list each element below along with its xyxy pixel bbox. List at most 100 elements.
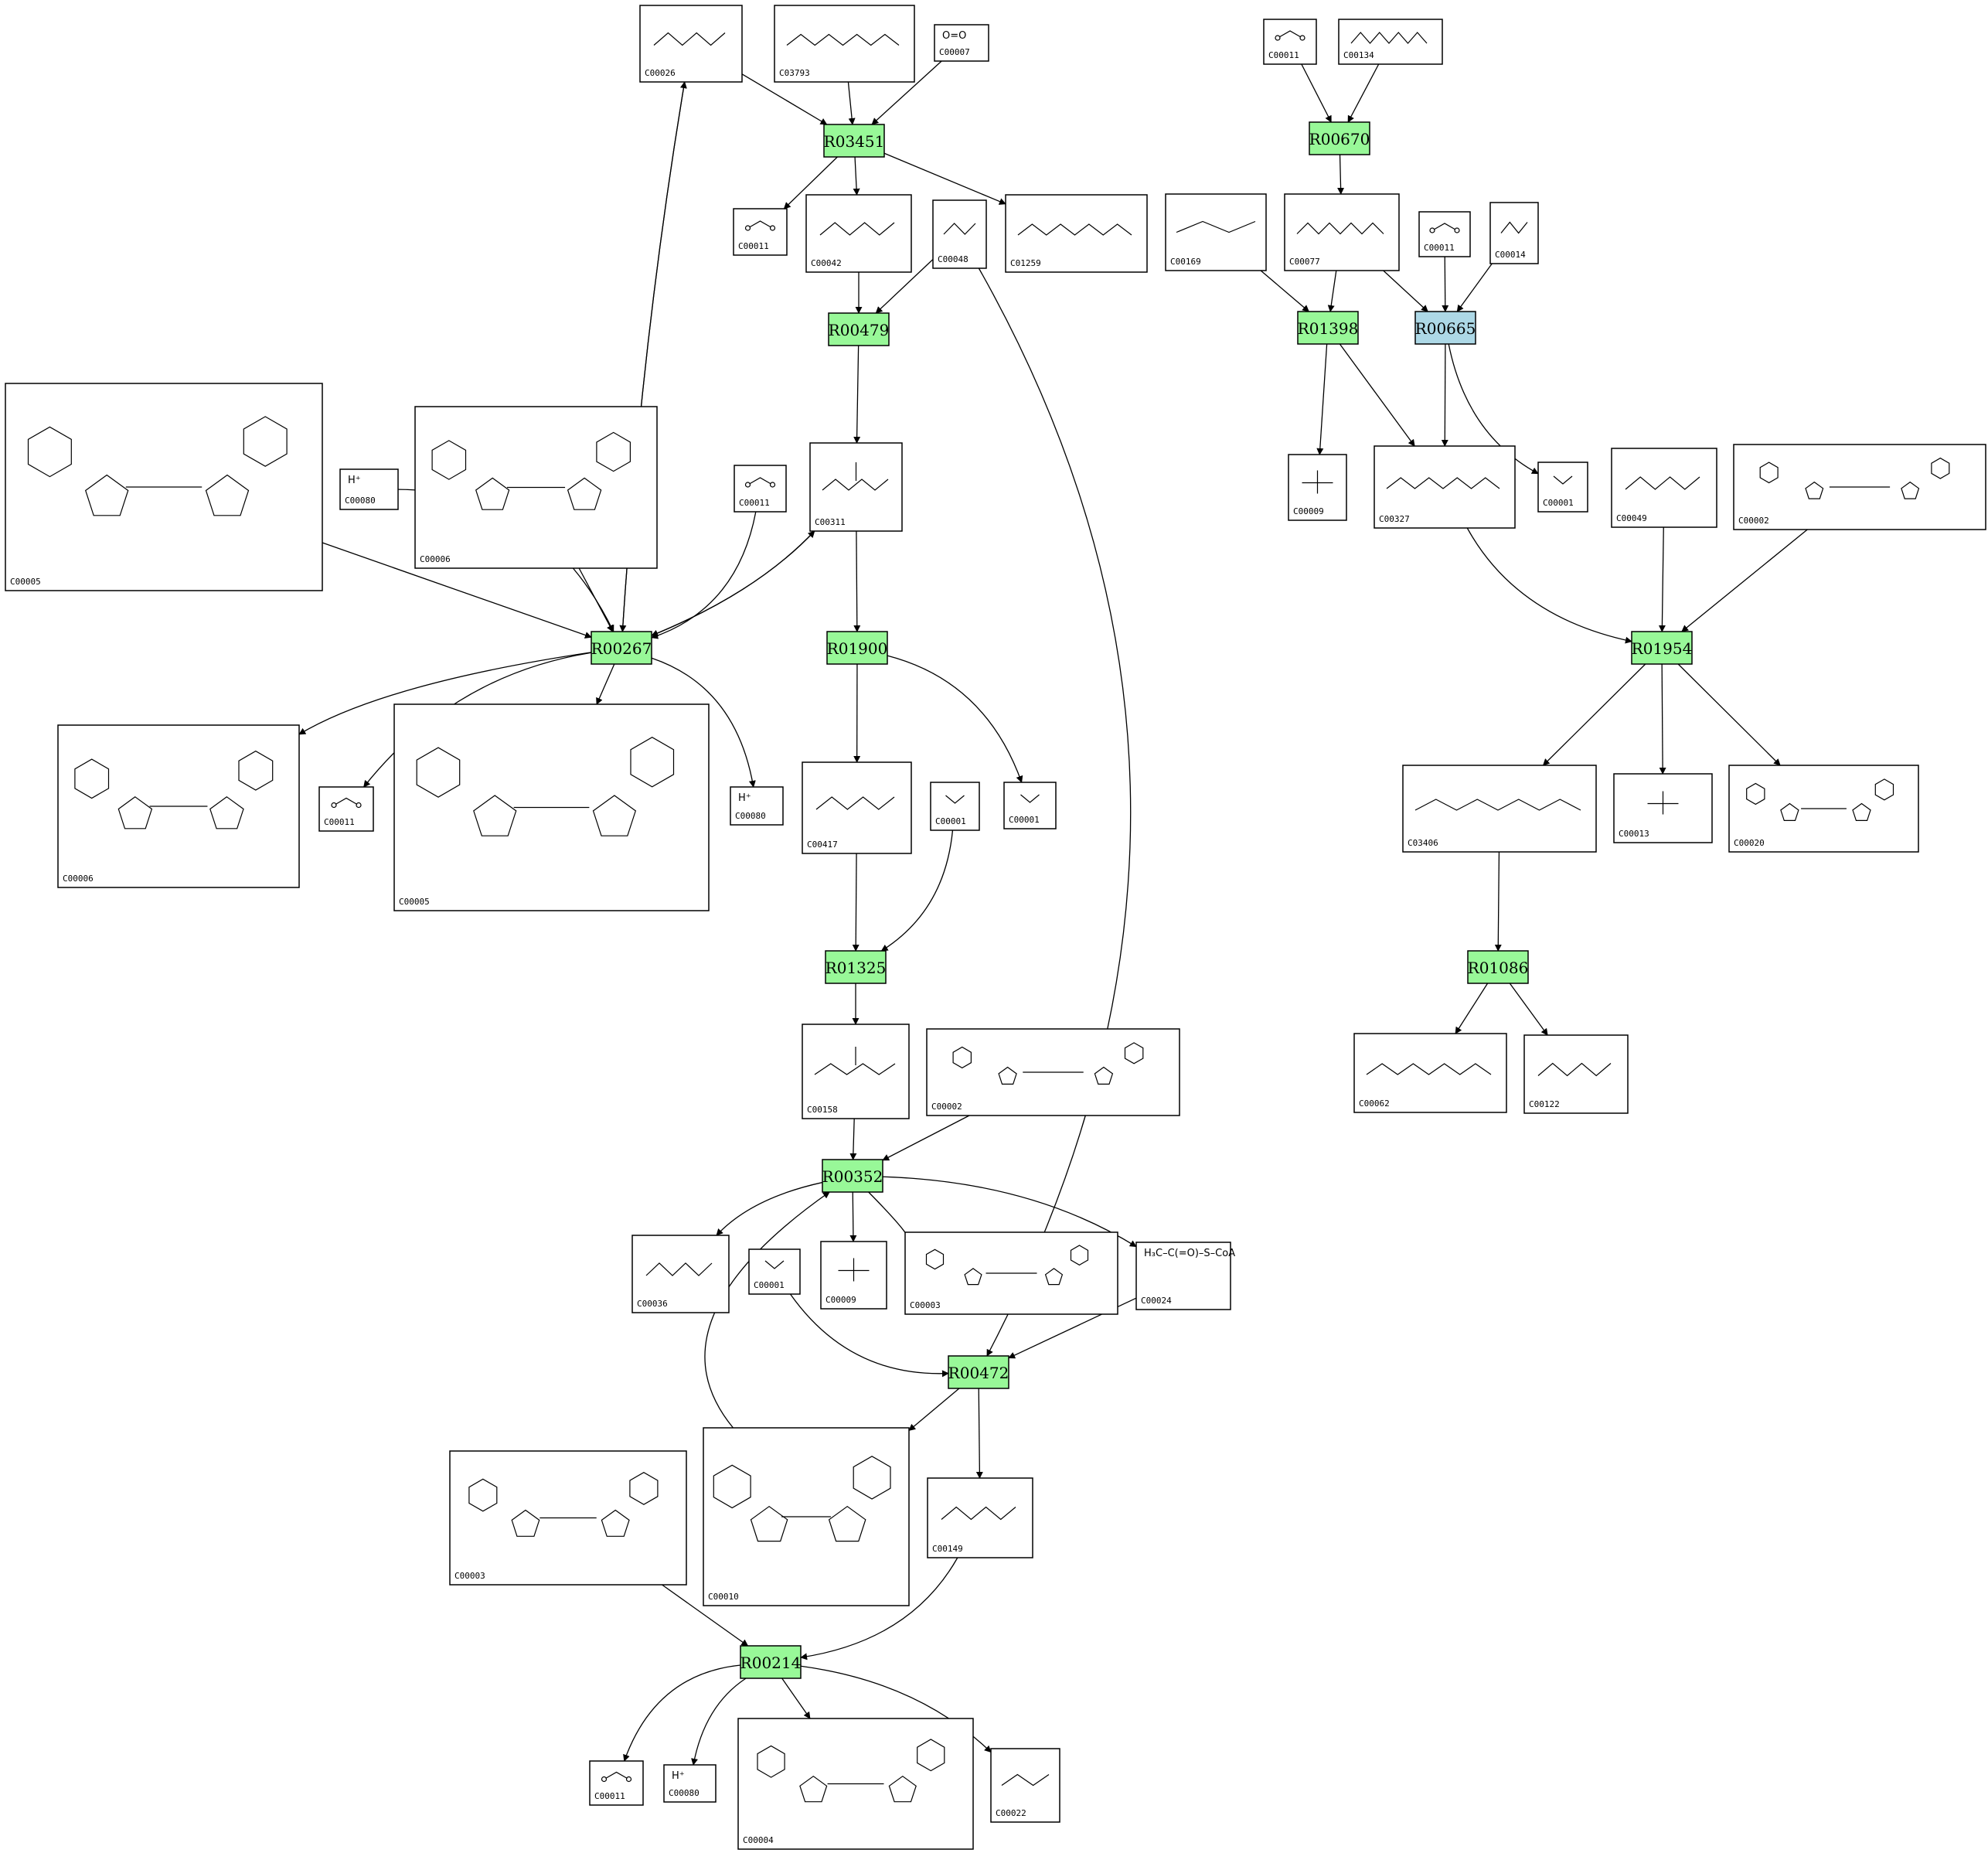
compound-c00009[interactable]: C00009 (820, 1241, 887, 1310)
reaction-r00267[interactable]: R00267 (591, 631, 652, 665)
reaction-r00214[interactable]: R00214 (740, 1645, 802, 1679)
compound-c00022[interactable]: C00022 (990, 1748, 1060, 1823)
reaction-label: R01325 (825, 959, 887, 977)
compound-c00009[interactable]: C00009 (1288, 454, 1347, 521)
compound-id: C00010 (708, 1592, 739, 1602)
compound-c00011[interactable]: C00011 (589, 1760, 644, 1806)
reaction-r00472[interactable]: R00472 (948, 1355, 1009, 1389)
reaction-r01086[interactable]: R01086 (1467, 950, 1529, 984)
compound-c00026[interactable]: C00026 (639, 5, 743, 83)
compound-c00077[interactable]: C00077 (1284, 193, 1400, 271)
reaction-r00352[interactable]: R00352 (822, 1159, 883, 1193)
edge-R03451-to-c00011_b (783, 156, 838, 209)
edge-R01398-to-c00009_a (1316, 343, 1328, 455)
structure-drawing (1414, 799, 1581, 811)
compound-box (1135, 1242, 1231, 1310)
compound-c00080[interactable]: H⁺C00080 (730, 786, 784, 826)
compound-c00014[interactable]: C00014 (1489, 202, 1539, 264)
structure-drawing (941, 1506, 1016, 1521)
compound-id: C00011 (1424, 243, 1455, 253)
compound-c00417[interactable]: C00417 (802, 761, 912, 854)
compound-c00042[interactable]: C00042 (805, 194, 912, 273)
reaction-r01900[interactable]: R01900 (826, 631, 888, 665)
compound-c00001[interactable]: C00001 (1537, 462, 1588, 513)
compound-c00005[interactable]: C00005 (393, 703, 710, 911)
edge-c00026_top-to-R03451 (741, 73, 828, 125)
reaction-label: R00267 (591, 639, 652, 658)
compound-c00327[interactable]: C00327 (1374, 445, 1516, 529)
compound-c00311[interactable]: C00311 (809, 442, 903, 532)
compound-c00005[interactable]: C00005 (5, 383, 323, 591)
compound-c00002[interactable]: C00002 (926, 1028, 1180, 1116)
compound-c00011[interactable]: C00011 (733, 208, 788, 256)
compound-c00149[interactable]: C00149 (927, 1477, 1033, 1558)
compound-id: C00002 (931, 1102, 962, 1112)
compound-c00020[interactable]: C00020 (1728, 765, 1919, 853)
edge-R00214-to-c00004 (781, 1678, 811, 1719)
reaction-r01398[interactable]: R01398 (1297, 311, 1359, 345)
compound-id: C01259 (1010, 258, 1041, 268)
reaction-box (828, 312, 890, 346)
compound-c00011[interactable]: C00011 (318, 786, 374, 832)
compound-id: C00003 (454, 1571, 485, 1581)
edge-R01398-to-c00327 (1339, 343, 1415, 447)
compound-c00003[interactable]: C00003 (904, 1231, 1118, 1315)
reaction-r00479[interactable]: R00479 (828, 312, 890, 346)
compound-c00003[interactable]: C00003 (449, 1450, 687, 1586)
compound-c00010[interactable]: C00010 (703, 1427, 910, 1606)
compound-c00011[interactable]: C00011 (1418, 211, 1471, 257)
compound-id: C00327 (1379, 514, 1410, 524)
structure-drawing (1553, 475, 1573, 485)
compound-c00006[interactable]: C00006 (414, 406, 658, 569)
compound-id: C00169 (1170, 257, 1201, 267)
compound-box (930, 782, 980, 831)
compound-c00002[interactable]: C00002 (1733, 444, 1986, 530)
reaction-box (1414, 311, 1476, 345)
compound-c03793[interactable]: C03793 (774, 5, 915, 83)
compound-c00001[interactable]: C00001 (1003, 782, 1057, 829)
edge-c00007-to-R03451 (871, 60, 942, 125)
edge-c00149-to-R00214 (800, 1557, 958, 1661)
reaction-r00670[interactable]: R00670 (1309, 121, 1370, 155)
reaction-r01325[interactable]: R01325 (825, 950, 887, 984)
compound-id: C00077 (1289, 257, 1320, 267)
compound-id: C00006 (420, 554, 451, 564)
compound-c00134[interactable]: C00134 (1338, 19, 1443, 65)
compound-c00011[interactable]: C00011 (734, 465, 787, 513)
edge-c00011_a-to-R00670 (1301, 63, 1332, 123)
structure-drawing (757, 1739, 945, 1803)
compound-c00049[interactable]: C00049 (1611, 448, 1717, 528)
compound-c00048[interactable]: C00048 (932, 199, 987, 269)
reaction-r01954[interactable]: R01954 (1631, 631, 1693, 665)
compound-c00011[interactable]: C00011 (1263, 19, 1317, 65)
compound-c00006[interactable]: C00006 (57, 724, 300, 888)
compound-box (639, 5, 743, 83)
edge-R03451-to-c01259 (883, 152, 1006, 205)
compound-id: C00001 (1543, 498, 1574, 508)
reaction-label: R00472 (948, 1364, 1009, 1382)
compound-c00001[interactable]: C00001 (748, 1248, 801, 1295)
compound-c00080[interactable]: H⁺C00080 (663, 1764, 717, 1803)
compound-c00080[interactable]: H⁺C00080 (339, 468, 399, 510)
compound-c00062[interactable]: C00062 (1353, 1033, 1507, 1113)
compound-c01259[interactable]: C01259 (1005, 194, 1148, 273)
structure-drawing (1386, 477, 1500, 489)
edge-R00267-to-c00011_e (363, 652, 592, 788)
reaction-r00665[interactable]: R00665 (1414, 311, 1476, 345)
compound-c00158[interactable]: C00158 (802, 1024, 910, 1119)
compound-c00036[interactable]: C00036 (631, 1235, 730, 1313)
compound-c00169[interactable]: C00169 (1165, 193, 1267, 271)
edge-R00352-to-c00003_a (868, 1191, 913, 1245)
compound-c00122[interactable]: C00122 (1523, 1034, 1629, 1114)
edge-c00311-to-R00267 (651, 530, 815, 637)
compound-c00001[interactable]: C00001 (930, 782, 980, 831)
compound-c00004[interactable]: C00004 (737, 1718, 974, 1850)
compound-id: C00036 (637, 1299, 668, 1309)
compound-c00013[interactable]: C00013 (1613, 773, 1713, 843)
edge-c00077-to-R01398 (1327, 270, 1337, 312)
compound-c03406[interactable]: C03406 (1402, 765, 1597, 853)
reaction-r03451[interactable]: R03451 (823, 124, 885, 158)
